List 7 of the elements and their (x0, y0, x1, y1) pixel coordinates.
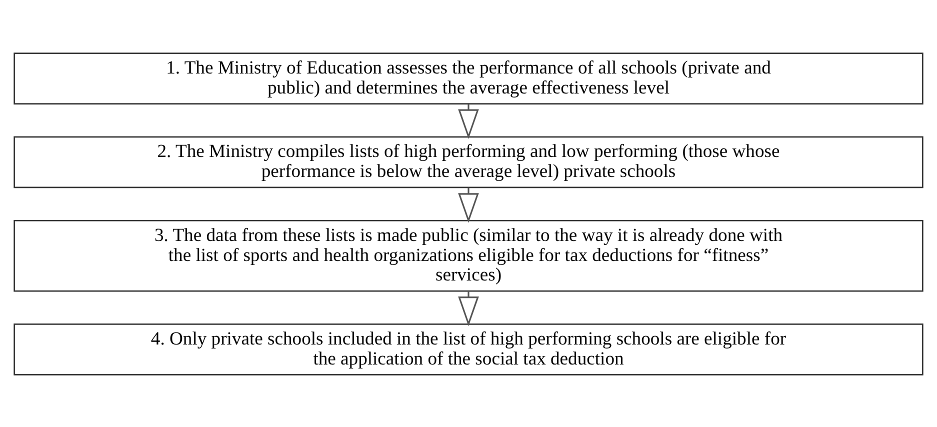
node-box: 1. The Ministry of Education assesses the performance of all schools (private and public) and determines the average effectiveness level (14, 52, 924, 104)
arrow (458, 104, 479, 138)
arrow (458, 290, 479, 326)
node-box: 3. The data from these lists is made public (similar to the way it is already done with the list of sports and health organizations eligible for tax deductions for “fitness” services) (14, 219, 924, 292)
node-box: 2. The Ministry compiles lists of high performing and low performing (those whose performance is below the average level) private schools (14, 136, 924, 188)
node-box: 4. Only private schools included in the list of high performing schools are eligible for the application of the social tax deduction (14, 323, 924, 375)
arrow (458, 187, 479, 222)
